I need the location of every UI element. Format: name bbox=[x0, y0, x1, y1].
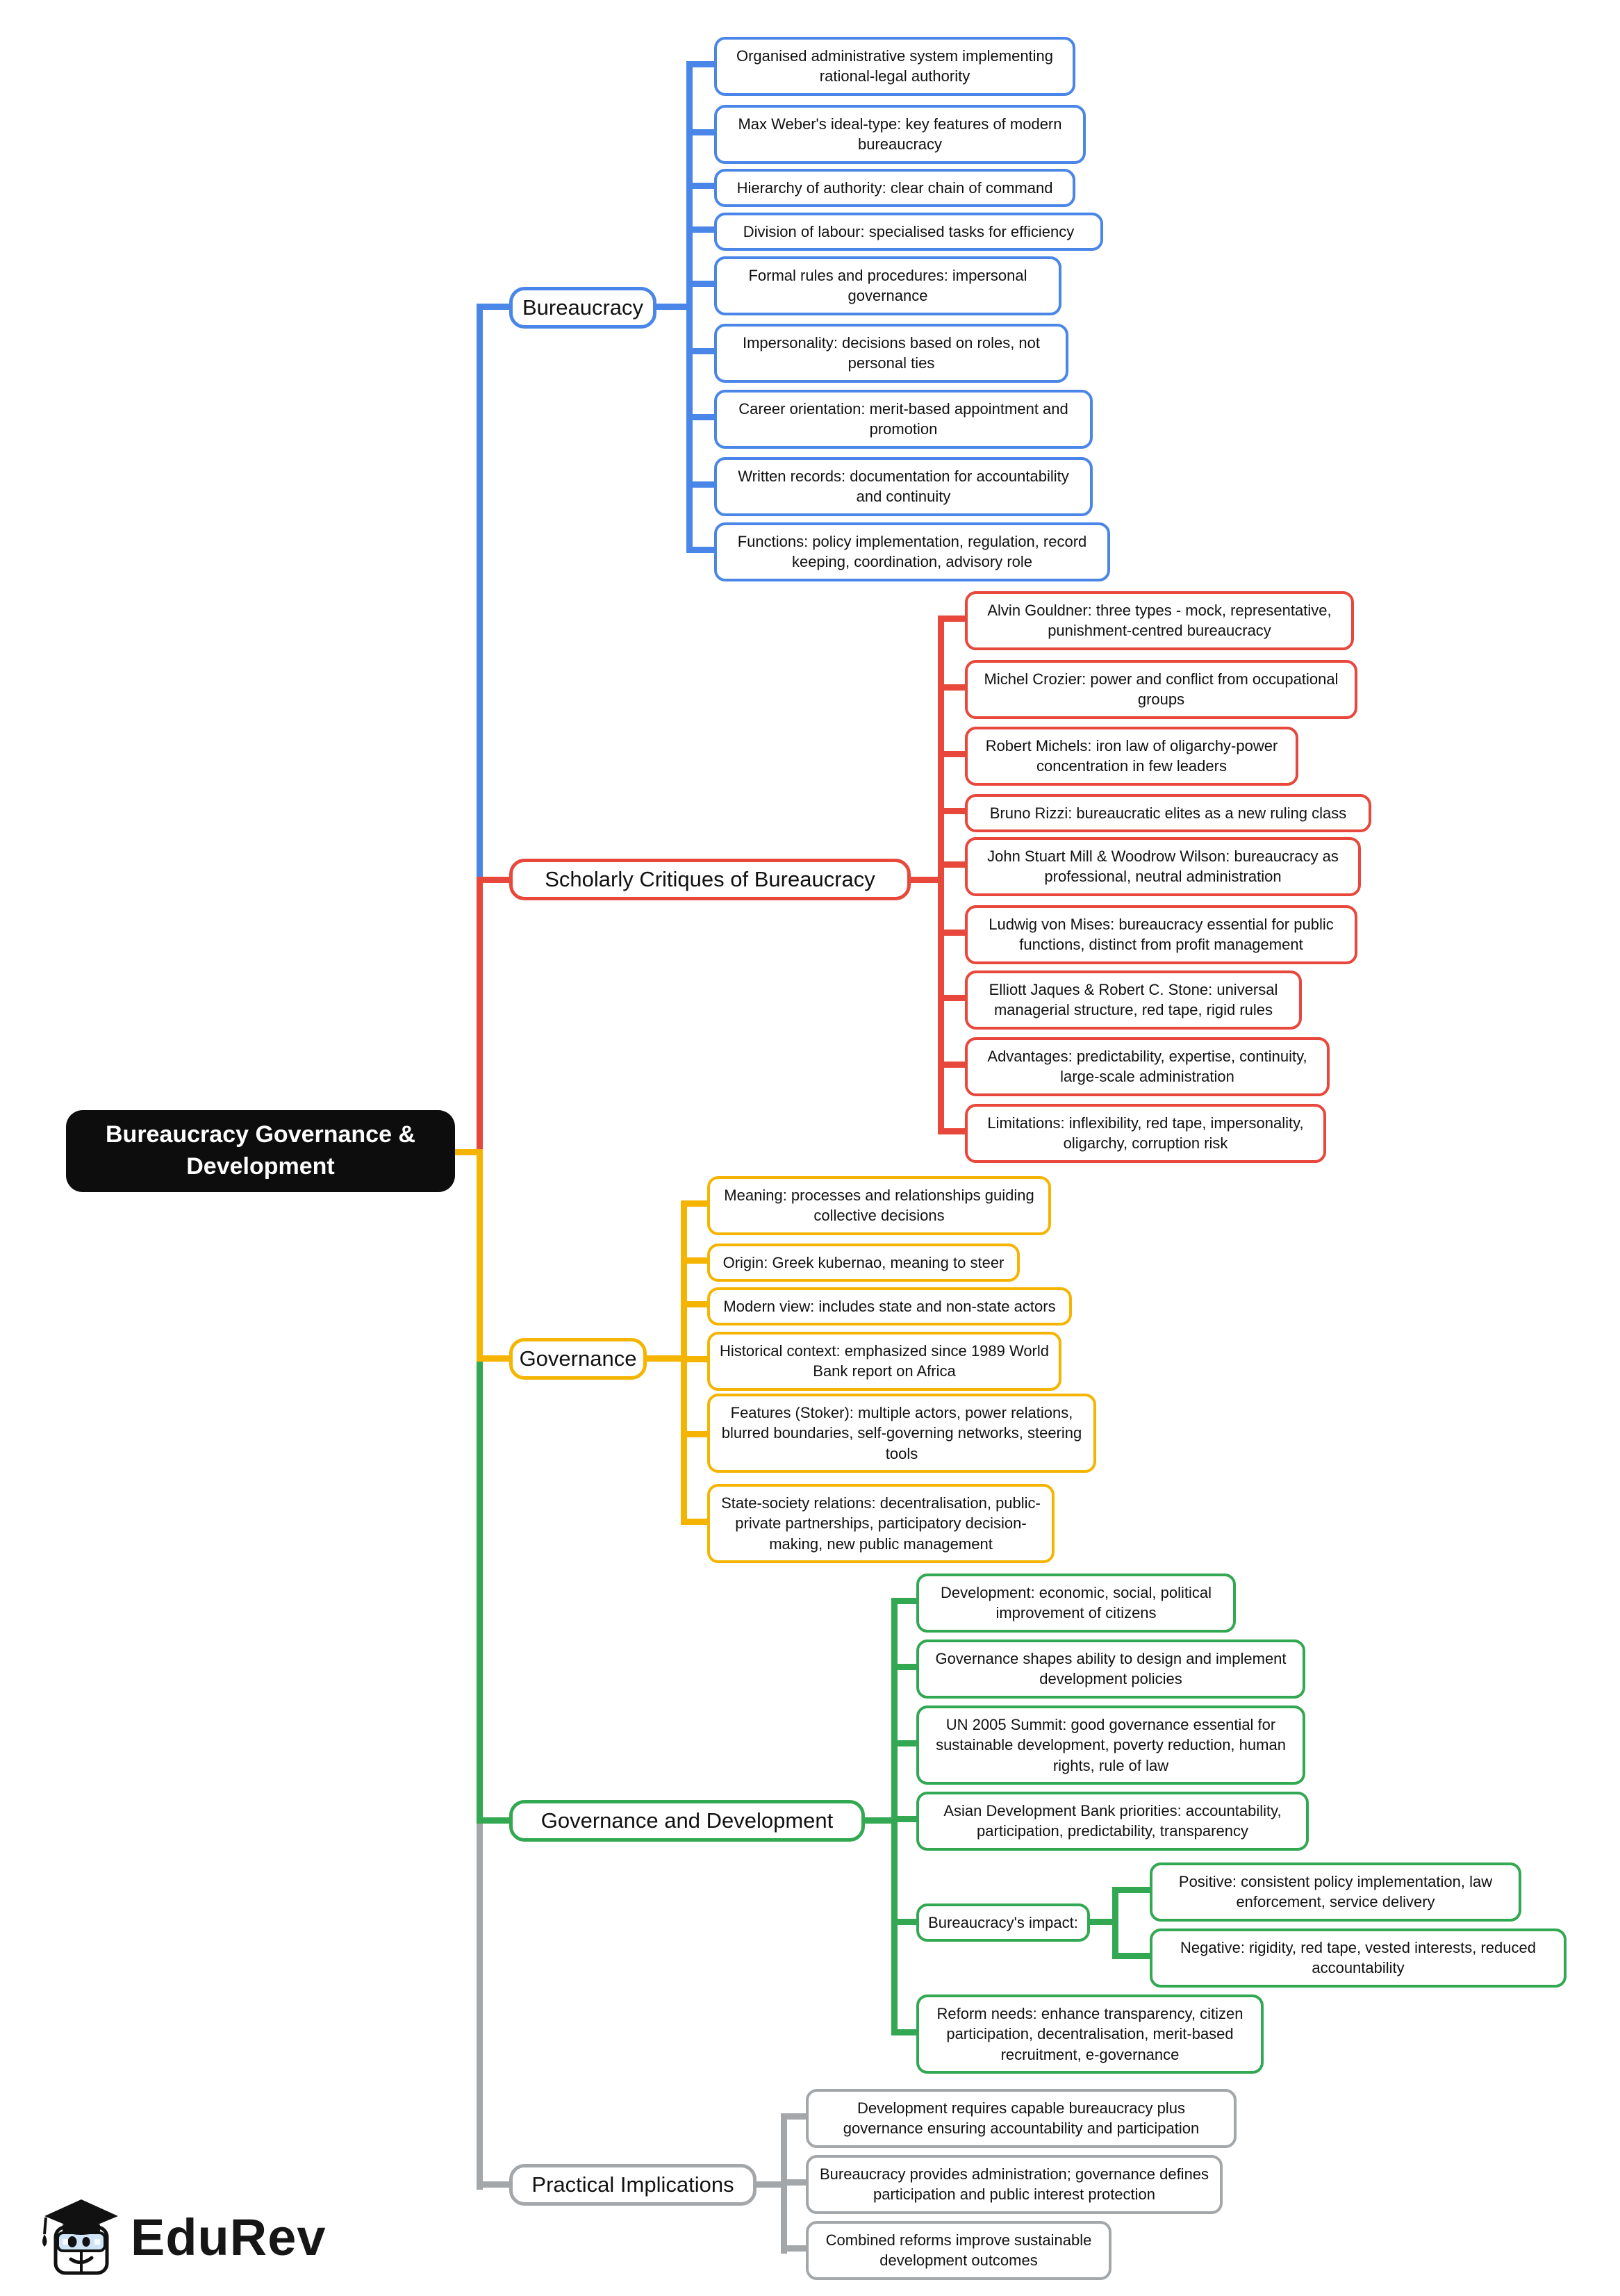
connector bbox=[681, 1519, 710, 1525]
mindmap-node: Asian Development Bank priorities: accou… bbox=[916, 1792, 1309, 1851]
connector bbox=[686, 547, 717, 553]
mindmap-node: Origin: Greek kubernao, meaning to steer bbox=[707, 1244, 1020, 1282]
mindmap-node: Impersonality: decisions based on roles,… bbox=[714, 324, 1068, 383]
mindmap-node: Reform needs: enhance transparency, citi… bbox=[916, 1994, 1264, 2074]
connector-subspine-impact bbox=[1112, 1887, 1118, 1958]
mindmap-node: Bruno Rizzi: bureaucratic elites as a ne… bbox=[965, 794, 1371, 833]
connector bbox=[938, 684, 965, 691]
connector bbox=[891, 2029, 919, 2035]
connector bbox=[891, 1740, 919, 1746]
connector bbox=[681, 1431, 710, 1437]
connector bbox=[477, 1817, 509, 1824]
mindmap-node: Functions: policy implementation, regula… bbox=[714, 522, 1110, 581]
mindmap-node: Features (Stoker): multiple actors, powe… bbox=[707, 1394, 1096, 1473]
connector bbox=[1112, 1953, 1152, 1959]
connector bbox=[681, 1257, 710, 1264]
connector bbox=[681, 1356, 710, 1362]
mindmap-node: Michel Crozier: power and conflict from … bbox=[965, 660, 1357, 719]
mindmap-node: Development: economic, social, political… bbox=[916, 1574, 1236, 1633]
connector-spine-bureaucracy bbox=[686, 61, 693, 552]
mindmap-node: Development requires capable bureaucracy… bbox=[806, 2089, 1237, 2148]
connector-spine-scholarly bbox=[938, 616, 944, 1134]
connector bbox=[686, 226, 717, 233]
connector bbox=[781, 2179, 809, 2186]
edurev-logo-text: EduRev bbox=[131, 2208, 327, 2266]
mindmap-node: Governance shapes ability to design and … bbox=[916, 1640, 1305, 1699]
connector bbox=[938, 930, 965, 936]
mindmap-node: John Stuart Mill & Woodrow Wilson: burea… bbox=[965, 837, 1361, 896]
connector bbox=[477, 877, 509, 883]
connector bbox=[686, 183, 717, 189]
mindmap-node: Combined reforms improve sustainable dev… bbox=[806, 2221, 1111, 2280]
mindmap-node: Max Weber's ideal-type: key features of … bbox=[714, 105, 1086, 164]
connector bbox=[891, 1816, 919, 1822]
mindmap-node: Meaning: processes and relationships gui… bbox=[707, 1176, 1051, 1235]
mindmap-node: Written records: documentation for accou… bbox=[714, 457, 1093, 516]
branch-label-practical-implications: Practical Implications bbox=[509, 2164, 757, 2206]
connector bbox=[781, 2113, 809, 2120]
connector bbox=[686, 348, 717, 354]
mindmap-node: Positive: consistent policy implementati… bbox=[1150, 1863, 1521, 1922]
connector bbox=[938, 995, 965, 1001]
connector bbox=[938, 616, 965, 622]
branch-label-governance: Governance bbox=[509, 1338, 647, 1380]
connector-spine-governance bbox=[681, 1200, 687, 1524]
mindmap-node: Bureaucracy provides administration; gov… bbox=[806, 2155, 1223, 2214]
connector bbox=[911, 877, 941, 883]
mindmap-node: Organised administrative system implemen… bbox=[714, 37, 1075, 96]
mindmap-node: Division of labour: specialised tasks fo… bbox=[714, 213, 1103, 251]
branch-label-bureaucracy: Bureaucracy bbox=[509, 287, 656, 329]
connector-trunk-practical bbox=[477, 1817, 483, 2190]
mindmap-node: Negative: rigidity, red tape, vested int… bbox=[1150, 1929, 1567, 1988]
connector-trunk-governance bbox=[477, 1149, 483, 1364]
mindmap-node: Hierarchy of authority: clear chain of c… bbox=[714, 169, 1075, 208]
connector bbox=[686, 61, 717, 67]
mindmap-node: UN 2005 Summit: good governance essentia… bbox=[916, 1706, 1305, 1785]
mindmap-node: Advantages: predictability, expertise, c… bbox=[965, 1037, 1330, 1096]
connector bbox=[686, 129, 717, 135]
branch-label-scholarly-critiques: Scholarly Critiques of Bureaucracy bbox=[509, 859, 911, 900]
connector bbox=[938, 751, 965, 757]
connector bbox=[891, 1919, 919, 1925]
connector-trunk-bureaucracy bbox=[477, 304, 483, 882]
connector bbox=[938, 1062, 965, 1068]
connector bbox=[647, 1355, 684, 1362]
connector bbox=[781, 2245, 809, 2252]
branch-label-governance-development: Governance and Development bbox=[509, 1800, 865, 1842]
mindmap-node: Career orientation: merit-based appointm… bbox=[714, 390, 1093, 449]
connector bbox=[1090, 1919, 1118, 1925]
connector bbox=[891, 1664, 919, 1670]
connector bbox=[686, 481, 717, 488]
mindmap-node: Modern view: includes state and non-stat… bbox=[707, 1287, 1072, 1326]
connector bbox=[477, 2181, 509, 2188]
mindmap-node: Ludwig von Mises: bureaucracy essential … bbox=[965, 905, 1357, 964]
connector-root-stub bbox=[449, 1149, 480, 1155]
connector bbox=[477, 1355, 509, 1362]
connector bbox=[686, 281, 717, 287]
connector bbox=[865, 1817, 895, 1824]
mindmap-node: Limitations: inflexibility, red tape, im… bbox=[965, 1104, 1326, 1163]
mindmap-node: Formal rules and procedures: impersonal … bbox=[714, 256, 1061, 315]
mindmap-node: Alvin Gouldner: three types - mock, repr… bbox=[965, 591, 1354, 650]
connector bbox=[681, 1301, 710, 1307]
connector bbox=[938, 861, 965, 868]
connector-trunk-governance-development bbox=[477, 1355, 483, 1826]
connector bbox=[757, 2181, 784, 2188]
mindmap-node: State-society relations: decentralisatio… bbox=[707, 1484, 1055, 1564]
mindmap-node: Robert Michels: iron law of oligarchy-po… bbox=[965, 727, 1298, 786]
connector bbox=[681, 1200, 710, 1207]
connector bbox=[1112, 1887, 1152, 1893]
mindmap-node-bureaucracys-impact: Bureaucracy's impact: bbox=[916, 1903, 1090, 1942]
connector-trunk-scholarly bbox=[477, 877, 483, 1155]
edurev-logo-icon bbox=[42, 2199, 118, 2275]
mindmap-node: Historical context: emphasized since 198… bbox=[707, 1332, 1061, 1391]
connector bbox=[477, 304, 509, 310]
connector bbox=[891, 1598, 919, 1604]
root-node: Bureaucracy Governance & Development bbox=[66, 1110, 455, 1192]
connector bbox=[656, 304, 690, 310]
connector bbox=[938, 1128, 965, 1134]
connector bbox=[686, 414, 717, 420]
mindmap-node: Elliott Jaques & Robert C. Stone: univer… bbox=[965, 971, 1302, 1030]
connector bbox=[938, 808, 965, 814]
